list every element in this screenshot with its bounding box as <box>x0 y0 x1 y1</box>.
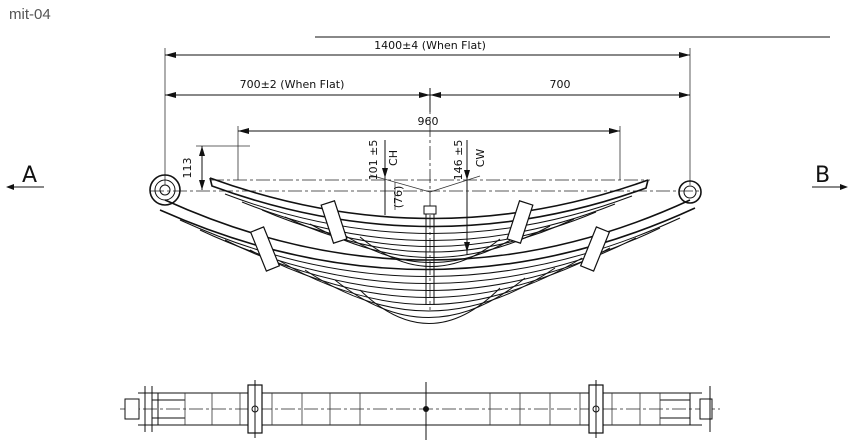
view-a-label: A <box>22 163 37 188</box>
dim-cw-value: 146 ±5 <box>452 140 465 181</box>
eye-height-dimension: 113 <box>181 145 250 190</box>
dim-cw-label: CW <box>474 149 487 168</box>
dim-right-half-text: 700 <box>550 78 571 91</box>
dim-top-leaf-text: 960 <box>418 115 439 128</box>
page-label: mit-04 <box>9 6 51 23</box>
dim-ch-value: 101 ±5 <box>367 140 380 181</box>
dim-ch-label: CH <box>387 150 400 166</box>
half-length-dimension: 700±2 (When Flat) 700 <box>165 78 690 112</box>
view-b-label: B <box>815 163 830 188</box>
right-eye <box>678 180 702 204</box>
view-marker-b: B <box>812 163 848 190</box>
plan-view <box>120 380 720 440</box>
dim-eye-height-text: 113 <box>181 158 194 179</box>
top-leaf-dimension: 960 <box>237 115 621 180</box>
upper-spring-pack <box>209 177 649 267</box>
left-eye <box>149 174 181 206</box>
camber-dimensions: 101 ±5 CH 146 ±5 CW (76) <box>367 140 487 255</box>
overall-length-dimension: 1400±4 (When Flat) <box>164 36 830 185</box>
lower-spring-pack <box>159 199 696 324</box>
view-marker-a: A <box>6 163 44 190</box>
dim-left-half-text: 700±2 (When Flat) <box>240 78 345 91</box>
dim-76: (76) <box>392 186 405 209</box>
dim-overall-text: 1400±4 (When Flat) <box>374 39 486 52</box>
